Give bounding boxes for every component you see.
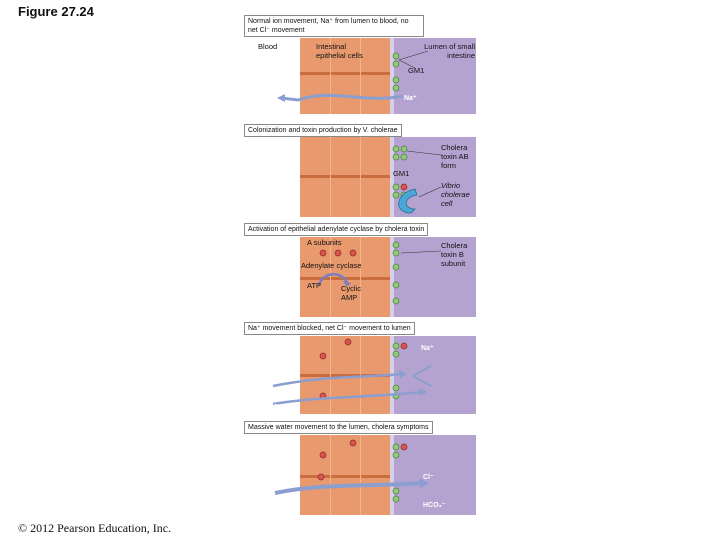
epithelial-label: Intestinal epithelial cells <box>316 42 363 60</box>
panel-adenylate-activation: A subunits Adenylate cyclase ATP Cyclic … <box>243 237 476 317</box>
na-left-label: Na⁺ <box>261 95 274 102</box>
panel-1-caption: Normal ion movement, Na⁺ from lumen to b… <box>244 15 424 37</box>
camp-label: Cyclic AMP <box>341 284 361 302</box>
blood-label: Blood <box>258 42 278 51</box>
epithelial-cells <box>300 237 390 317</box>
panel-4-caption: Na⁺ movement blocked, net Cl⁻ movement t… <box>244 322 415 335</box>
na-right-label: Na⁺ <box>404 95 417 102</box>
hco3-label: HCO₃⁻ <box>423 502 446 509</box>
brush-border <box>390 38 394 114</box>
panel-5-drawing <box>274 439 429 503</box>
lumen-label: Lumen of small intestine <box>424 42 475 60</box>
panel-1-drawing <box>277 50 429 102</box>
epithelial-cells <box>300 38 390 114</box>
copyright: © 2012 Pearson Education, Inc. <box>18 521 172 535</box>
lumen-region <box>394 38 476 114</box>
atp-label: ATP <box>307 281 322 290</box>
cl-label: Cl⁻ <box>423 474 434 481</box>
a-subunits-label: A subunits <box>307 238 342 247</box>
figure-title: Figure 27.24 <box>18 4 94 19</box>
panel-normal-ion-movement: Blood Intestinal epithelial cells Lumen … <box>243 38 476 114</box>
panel-na-blocked: Na⁺ Cl⁻ HCO₃⁻ <box>243 336 476 414</box>
cl-label: Cl⁻ <box>255 383 266 390</box>
vibrio-label: Vibrio cholerae cell <box>441 181 470 208</box>
hco3-label: HCO₃⁻ <box>255 403 278 410</box>
h2o-label: H₂O <box>259 489 273 496</box>
panel-5-caption: Massive water movement to the lumen, cho… <box>244 421 433 434</box>
b-subunit-label: Cholera toxin B subunit <box>441 241 468 268</box>
panel-colonization: Cholera toxin AB form GM1 Vibrio cholera… <box>243 137 476 217</box>
gm1-label: GM1 <box>393 169 410 178</box>
gm1-label: GM1 <box>408 66 425 75</box>
na-label: Na⁺ <box>421 345 434 352</box>
panel-water-movement: Cl⁻ H₂O HCO₃⁻ <box>243 435 476 515</box>
panel-3-drawing <box>317 241 442 305</box>
blood-region <box>243 38 300 114</box>
panel-2-caption: Colonization and toxin production by V. … <box>244 124 402 137</box>
epithelial-cells <box>300 137 390 217</box>
adenylate-cyclase-label: Adenylate cyclase <box>301 261 362 270</box>
panel-2-drawing <box>392 145 442 214</box>
epithelial-cells <box>300 435 390 515</box>
toxin-label: Cholera toxin AB form <box>441 143 469 170</box>
panel-4-drawing <box>272 338 432 406</box>
panel-3-caption: Activation of epithelial adenylate cycla… <box>244 223 429 236</box>
